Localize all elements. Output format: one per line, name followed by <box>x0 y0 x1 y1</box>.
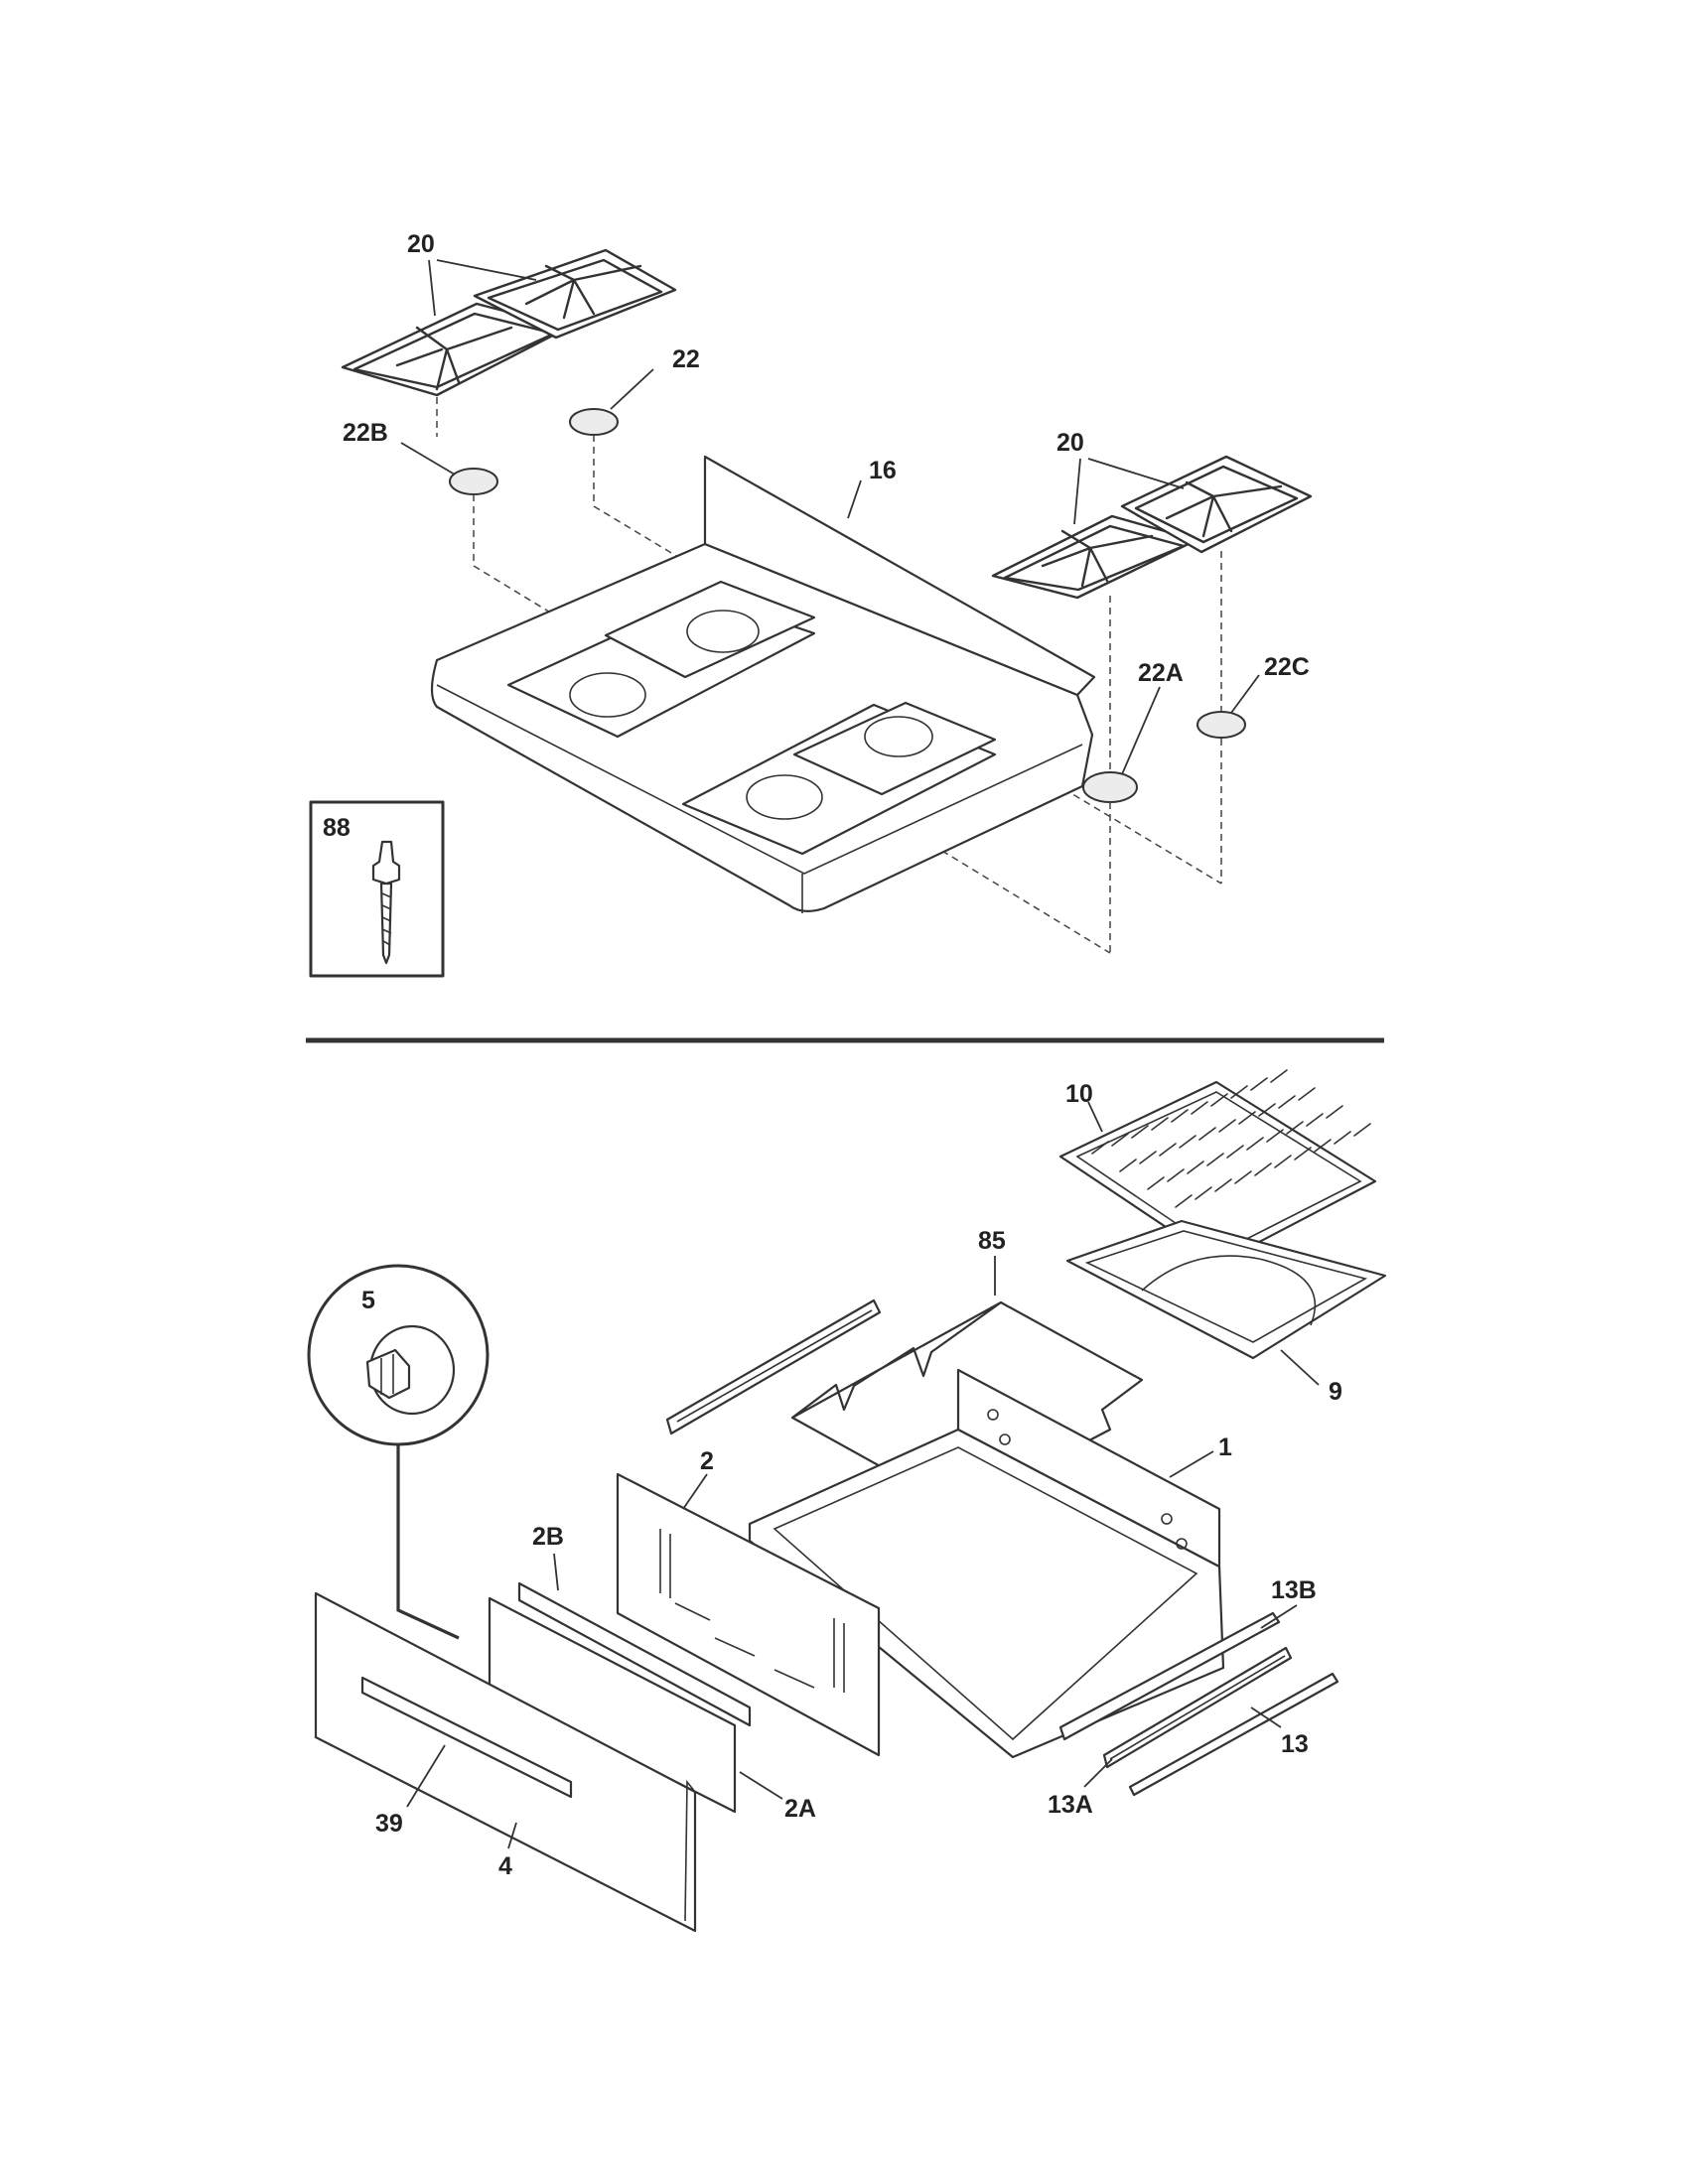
side-rail-upper <box>665 1298 882 1435</box>
grid-slot <box>1119 1159 1137 1172</box>
grid-slot <box>1246 1137 1264 1151</box>
callout-9: 9 <box>1329 1378 1342 1406</box>
grid-slot <box>1254 1162 1272 1176</box>
grid-slot <box>1230 1085 1248 1099</box>
callout-13: 13 <box>1281 1730 1309 1758</box>
panel-2a <box>488 1596 737 1814</box>
grid-slot <box>1266 1129 1284 1143</box>
grid-slot <box>1195 1186 1212 1200</box>
grid-slot <box>1234 1170 1252 1184</box>
grid-slot <box>1218 1119 1236 1133</box>
burner-cap-22c <box>1196 711 1246 739</box>
callout-22c: 22C <box>1264 653 1310 681</box>
callout-2: 2 <box>700 1447 714 1475</box>
drawer-body <box>748 1368 1225 1759</box>
grid-slot <box>1258 1103 1276 1117</box>
grid-slot <box>1198 1127 1216 1141</box>
grid-slot <box>1353 1123 1371 1137</box>
screw-icon <box>371 840 401 965</box>
grid-slot <box>1187 1160 1204 1174</box>
grid-slot <box>1179 1135 1196 1149</box>
knob-detail <box>307 1264 490 1640</box>
grid-slot <box>1274 1155 1292 1168</box>
grid-slot <box>1175 1194 1193 1208</box>
knob-icon <box>365 1348 411 1400</box>
callout-4: 4 <box>498 1852 512 1880</box>
callout-88: 88 <box>323 814 351 842</box>
grid-slot <box>1270 1069 1288 1083</box>
leader-lines <box>400 259 1320 1849</box>
broiler-pan <box>1065 1219 1387 1360</box>
callout-5: 5 <box>361 1287 375 1314</box>
burner-grate-pair-left <box>341 248 677 397</box>
burner-cap-22b <box>449 468 498 495</box>
drawer-slides <box>1058 1611 1339 1797</box>
grid-slot <box>1171 1109 1189 1123</box>
grid-slot <box>1306 1113 1324 1127</box>
callout-13b: 13B <box>1271 1576 1317 1604</box>
grid-slot <box>1250 1077 1268 1091</box>
grid-slot <box>1206 1153 1224 1166</box>
drawer-rear-panel <box>616 1472 881 1757</box>
grid-slot <box>1334 1131 1351 1145</box>
burner-head-right-front <box>746 774 823 820</box>
callout-22: 22 <box>672 345 700 373</box>
grid-slot <box>1139 1151 1157 1164</box>
grid-slot <box>1326 1105 1343 1119</box>
callout-39: 39 <box>375 1810 403 1838</box>
burner-head-right-rear <box>864 716 933 757</box>
alignment-lines <box>436 397 1222 954</box>
callout-1: 1 <box>1218 1433 1232 1461</box>
burner-head-left-rear <box>686 610 760 653</box>
grid-slot <box>1214 1178 1232 1192</box>
callout-2a: 2A <box>784 1795 816 1823</box>
callout-16: 16 <box>869 457 897 484</box>
callout-22b: 22B <box>343 419 388 447</box>
burner-head-left-front <box>569 672 646 718</box>
grid-slot <box>1167 1168 1185 1182</box>
grid-slot <box>1111 1133 1129 1147</box>
grid-slot <box>1091 1141 1109 1155</box>
grid-slot <box>1286 1121 1304 1135</box>
callout-20-right: 20 <box>1056 429 1084 457</box>
callout-22a: 22A <box>1138 659 1184 687</box>
grid-slot <box>1314 1139 1332 1153</box>
burner-cap-22a <box>1082 771 1138 803</box>
burner-cap-22 <box>569 408 619 436</box>
grid-slot <box>1238 1111 1256 1125</box>
grid-slot <box>1147 1176 1165 1190</box>
callout-13a: 13A <box>1048 1791 1093 1819</box>
broiler-grid <box>1058 1069 1377 1265</box>
drawer-front <box>314 1591 697 1933</box>
grid-slot <box>1191 1101 1208 1115</box>
grid-slot <box>1278 1095 1296 1109</box>
grid-slot <box>1226 1145 1244 1159</box>
callout-labels: 20 22 22B 16 20 22A 22C 88 10 85 9 5 2 1… <box>323 230 1342 1880</box>
grid-slot <box>1294 1147 1312 1160</box>
callout-85: 85 <box>978 1227 1006 1255</box>
grid-slot <box>1298 1087 1316 1101</box>
panel-2b <box>517 1581 752 1727</box>
callout-10: 10 <box>1065 1080 1093 1108</box>
burner-grate-pair-right <box>991 455 1313 600</box>
drawer-handle <box>360 1676 573 1799</box>
screw-inset-box <box>309 800 445 978</box>
cooktop <box>430 455 1096 913</box>
callout-2b: 2B <box>532 1523 564 1551</box>
grid-slot <box>1131 1125 1149 1139</box>
grid-slot <box>1159 1143 1177 1157</box>
callout-20-left: 20 <box>407 230 435 258</box>
grid-slot <box>1210 1093 1228 1107</box>
grid-slot <box>1151 1117 1169 1131</box>
